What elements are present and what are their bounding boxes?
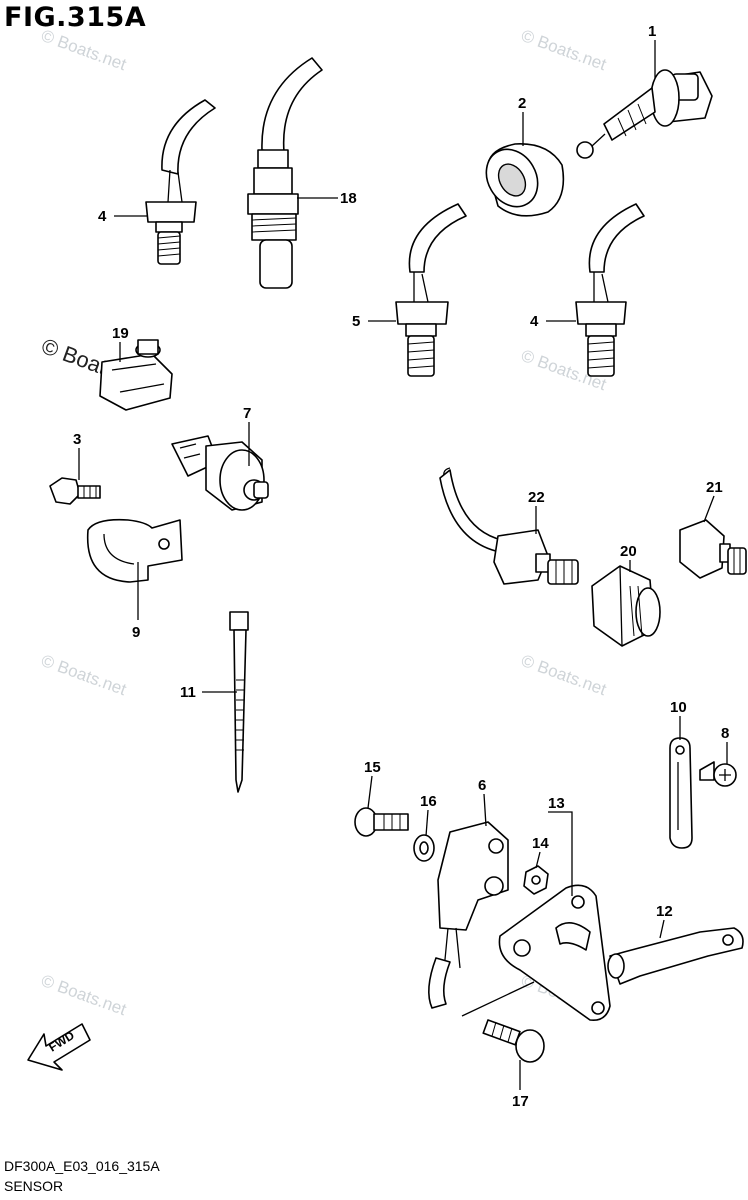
figure-name: SENSOR bbox=[4, 1178, 64, 1194]
callout-7: 7 bbox=[243, 405, 251, 422]
part-12-lever bbox=[607, 927, 744, 985]
part-3-bolt bbox=[49, 477, 101, 505]
watermark: © Boats.net bbox=[39, 26, 129, 74]
callout-15: 15 bbox=[364, 759, 381, 776]
part-4-sensor-right bbox=[575, 203, 645, 377]
part-16-washer bbox=[413, 834, 435, 862]
callout-16: 16 bbox=[420, 793, 437, 810]
callout-19: 19 bbox=[112, 325, 129, 342]
part-4-sensor-left bbox=[145, 99, 216, 265]
watermark: © Boats.net bbox=[39, 651, 129, 699]
part-7-pressure-switch bbox=[171, 435, 269, 511]
callout-21: 21 bbox=[706, 479, 723, 496]
callout-14: 14 bbox=[532, 835, 549, 852]
callout-9: 9 bbox=[132, 624, 140, 641]
part-8-screw bbox=[699, 761, 737, 787]
watermark: © Boats.net bbox=[519, 651, 609, 699]
part-2-grommet bbox=[485, 143, 565, 217]
part-18-sensor bbox=[247, 57, 323, 289]
part-14-nut bbox=[523, 865, 549, 895]
part-1-sensor bbox=[576, 69, 713, 159]
callout-1: 1 bbox=[648, 23, 656, 40]
callout-6: 6 bbox=[478, 777, 486, 794]
part-6-sensor bbox=[428, 821, 509, 1009]
callout-3: 3 bbox=[73, 431, 81, 448]
part-19-switch bbox=[99, 339, 173, 411]
callout-17: 17 bbox=[512, 1093, 529, 1110]
callout-13: 13 bbox=[548, 795, 565, 812]
part-13-link bbox=[498, 884, 611, 1022]
figure-code: DF300A_E03_016_315A bbox=[4, 1158, 160, 1174]
callout-10: 10 bbox=[670, 699, 687, 716]
part-20-plug bbox=[591, 565, 661, 647]
callout-8: 8 bbox=[721, 725, 729, 742]
callout-2: 2 bbox=[518, 95, 526, 112]
part-22-sensor bbox=[439, 467, 579, 585]
callout-5: 5 bbox=[352, 313, 360, 330]
fwd-arrow: FWD bbox=[27, 1023, 91, 1071]
callout-22: 22 bbox=[528, 489, 545, 506]
watermark: © Boats.net bbox=[519, 26, 609, 74]
part-15-bolt bbox=[354, 807, 409, 837]
callout-11: 11 bbox=[180, 684, 196, 701]
watermark: © Boats.net bbox=[39, 971, 129, 1019]
callout-12: 12 bbox=[656, 903, 673, 920]
part-9-clamp bbox=[86, 518, 183, 583]
part-17-bolt bbox=[482, 1019, 545, 1063]
part-5-sensor bbox=[395, 203, 467, 377]
part-10-bracket bbox=[669, 737, 693, 849]
figure-title: FIG.315A bbox=[4, 2, 147, 33]
callout-4: 4 bbox=[530, 313, 539, 330]
callout-4: 4 bbox=[98, 208, 107, 225]
callout-18: 18 bbox=[340, 190, 357, 207]
leader-lines bbox=[78, 40, 728, 1090]
callouts: 1 2 3 4 4 5 6 7 8 9 10 11 12 13 14 15 16… bbox=[73, 23, 729, 1110]
callout-20: 20 bbox=[620, 543, 637, 560]
part-11-cable-tie bbox=[229, 611, 249, 793]
part-21-sensor bbox=[679, 519, 747, 579]
